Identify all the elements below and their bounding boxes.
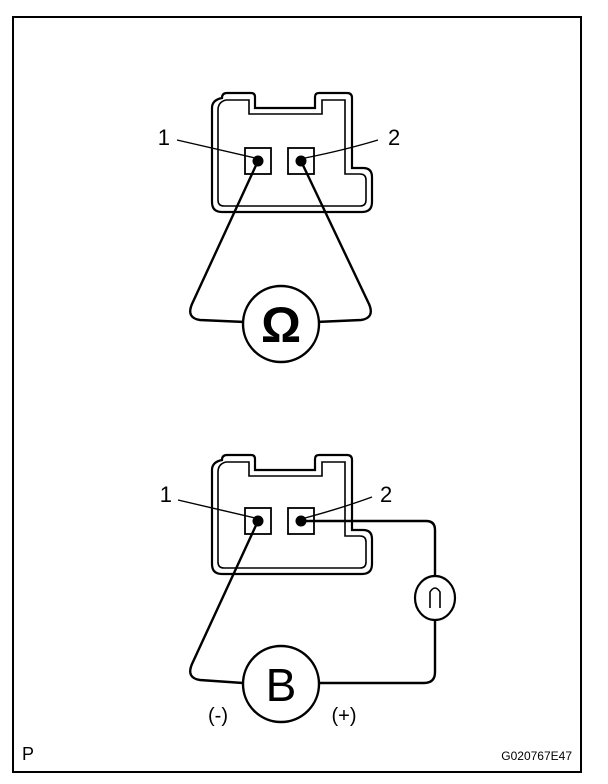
probe-lead-1-top <box>189 160 260 324</box>
footer-left-code: P <box>22 744 34 764</box>
top-resistance-check: 1 2 Ω <box>158 91 400 364</box>
connector-housing-top-inner <box>217 99 367 207</box>
figure-border <box>12 16 582 773</box>
battery-icon <box>241 644 321 724</box>
battery-plus-label: (+) <box>332 705 357 727</box>
pin-label-2-top: 2 <box>388 125 400 150</box>
lead-2-to-lamp <box>301 519 437 576</box>
ohm-symbol: Ω <box>261 297 301 353</box>
leader-line-2-bottom <box>304 496 373 519</box>
leader-line-1-top <box>176 139 256 159</box>
pin-label-1-top: 1 <box>158 125 170 150</box>
battery-minus-label: (-) <box>208 705 228 727</box>
leader-line-2-top <box>304 139 379 159</box>
pin-label-1-bottom: 1 <box>160 482 172 507</box>
test-lamp-icon <box>413 574 457 622</box>
battery-symbol: B <box>266 659 297 711</box>
connector-housing-bottom-inner <box>217 461 367 569</box>
ohmmeter-icon <box>241 284 321 364</box>
pin-label-2-bottom: 2 <box>380 482 392 507</box>
figure-code: G020767E47 <box>501 749 572 763</box>
terminal-2-top <box>287 147 315 175</box>
leader-line-1-bottom <box>177 499 256 519</box>
bottom-operation-check: 1 2 B (-) (+) <box>160 453 457 727</box>
probe-lead-2-top <box>299 160 372 324</box>
lamp-to-battery-plus <box>320 620 437 685</box>
connector-housing-top <box>210 91 374 214</box>
lead-1-to-battery-minus <box>189 520 260 685</box>
connector-housing-bottom <box>210 453 374 576</box>
